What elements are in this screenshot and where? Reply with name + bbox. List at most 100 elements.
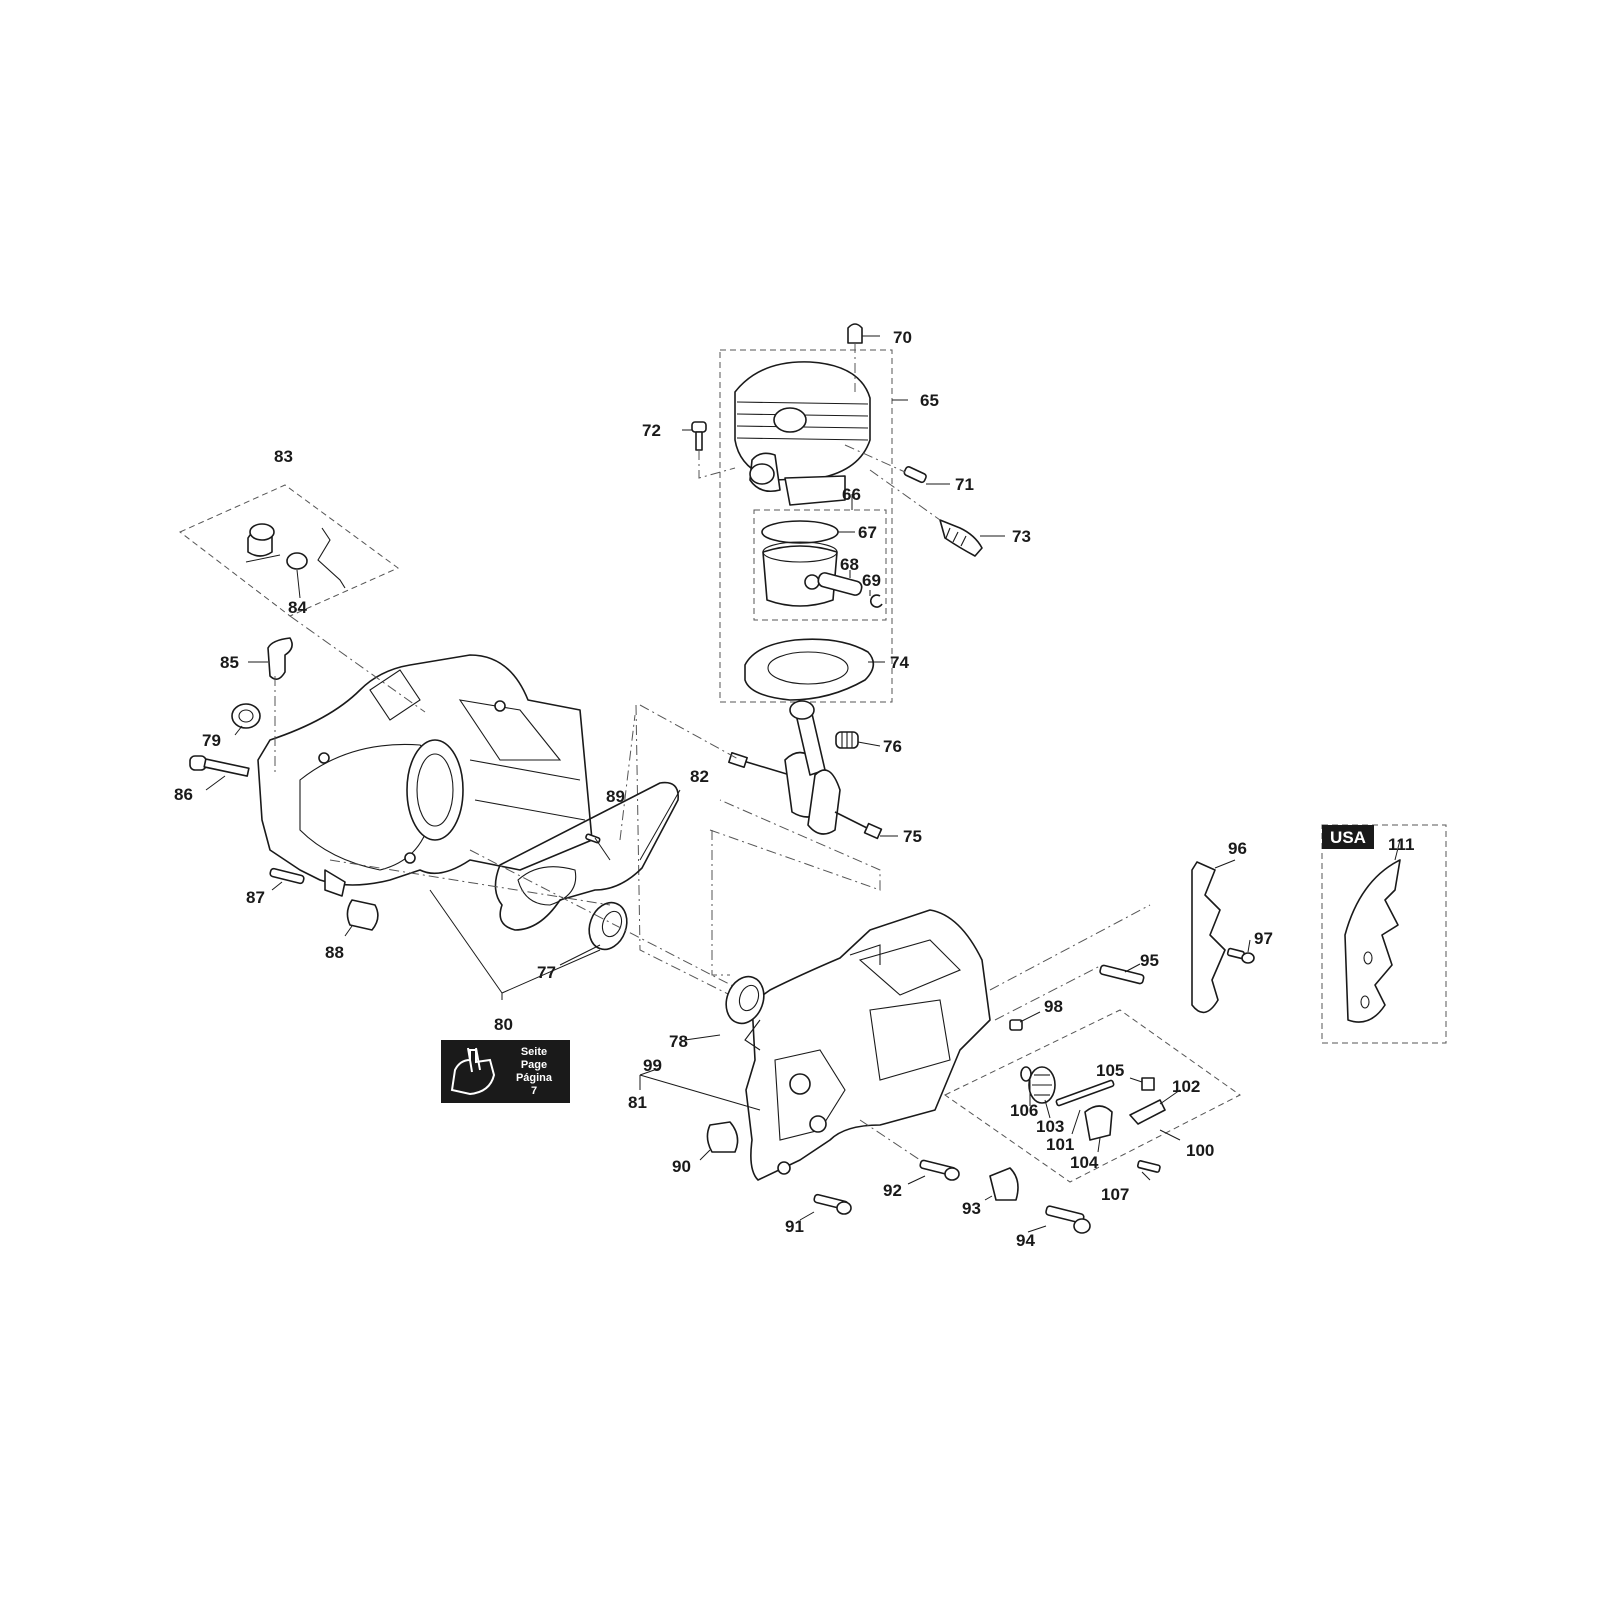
screw-91-part bbox=[813, 1193, 852, 1215]
label-67: 67 bbox=[858, 523, 877, 542]
seal-77-part bbox=[588, 901, 628, 951]
leader-lines bbox=[205, 335, 1401, 1233]
label-76: 76 bbox=[883, 737, 902, 756]
buffer-90-part bbox=[706, 1121, 739, 1153]
page-ref-line1: Seite bbox=[521, 1046, 547, 1058]
label-111: 111 bbox=[1388, 835, 1415, 854]
label-106: 106 bbox=[1010, 1101, 1038, 1120]
label-87: 87 bbox=[246, 888, 265, 907]
label-85: 85 bbox=[220, 653, 239, 672]
label-89: 89 bbox=[606, 787, 625, 806]
label-90: 90 bbox=[672, 1157, 691, 1176]
label-98: 98 bbox=[1044, 997, 1063, 1016]
crankshaft-part bbox=[728, 700, 883, 840]
bolt-86-part bbox=[189, 755, 250, 777]
nut-98-part bbox=[1009, 1019, 1023, 1031]
screw-107-part bbox=[1136, 1160, 1161, 1173]
label-75: 75 bbox=[903, 827, 922, 846]
needle-bearing-76-part bbox=[835, 731, 859, 749]
piston-ring-67-part bbox=[761, 520, 839, 544]
piston-part bbox=[762, 541, 838, 607]
spike-96-part bbox=[1191, 861, 1226, 1014]
usa-badge-bg bbox=[1322, 825, 1374, 849]
label-103: 103 bbox=[1036, 1117, 1064, 1136]
lever-102-part bbox=[1129, 1099, 1166, 1125]
label-81: 81 bbox=[628, 1093, 647, 1112]
label-66: 66 bbox=[842, 485, 861, 504]
label-69: 69 bbox=[862, 571, 881, 590]
label-97: 97 bbox=[1254, 929, 1273, 948]
left-crankcase-part bbox=[257, 654, 593, 897]
label-91: 91 bbox=[785, 1217, 804, 1236]
page-ref-hand-icon bbox=[450, 1047, 496, 1096]
label-95: 95 bbox=[1140, 951, 1159, 970]
plate-105-part bbox=[1141, 1077, 1155, 1091]
usa-group-frame bbox=[1321, 824, 1447, 1044]
label-79: 79 bbox=[202, 731, 221, 750]
label-105: 105 bbox=[1096, 1061, 1124, 1080]
circlip-69-part bbox=[869, 594, 883, 608]
page-ref-line2: Page bbox=[521, 1059, 547, 1071]
label-77: 77 bbox=[537, 963, 556, 982]
label-71: 71 bbox=[955, 475, 974, 494]
label-96: 96 bbox=[1228, 839, 1247, 858]
page-ref-line3: Página bbox=[516, 1072, 553, 1084]
spike-111-part bbox=[1344, 859, 1401, 1023]
label-107: 107 bbox=[1101, 1185, 1129, 1204]
label-73: 73 bbox=[1012, 527, 1031, 546]
label-70: 70 bbox=[893, 328, 912, 347]
label-68: 68 bbox=[840, 555, 859, 574]
screw-72-part bbox=[691, 421, 707, 451]
label-92: 92 bbox=[883, 1181, 902, 1200]
label-86: 86 bbox=[174, 785, 193, 804]
gasket-74-part bbox=[744, 638, 875, 701]
part-number-labels: 70 65 72 71 66 67 73 68 69 74 76 75 82 8… bbox=[174, 328, 1415, 1250]
label-102: 102 bbox=[1172, 1077, 1200, 1096]
label-94: 94 bbox=[1016, 1231, 1035, 1250]
oil-cap-83-part bbox=[247, 523, 275, 557]
label-104: 104 bbox=[1070, 1153, 1099, 1172]
label-99: 99 bbox=[643, 1056, 662, 1075]
label-82: 82 bbox=[690, 767, 709, 786]
clip-85-part bbox=[267, 637, 293, 680]
filter-line-part bbox=[317, 527, 346, 589]
pump-gear-103-part bbox=[1028, 1066, 1056, 1104]
pump-shaft-101-part bbox=[1055, 1079, 1115, 1107]
label-65: 65 bbox=[920, 391, 939, 410]
plug-70-part bbox=[847, 323, 863, 344]
seal-78-part bbox=[725, 975, 765, 1025]
page-ref-line4: 7 bbox=[531, 1085, 537, 1097]
screw-87-part bbox=[269, 867, 305, 885]
gasket-82-part bbox=[494, 781, 679, 931]
usa-badge-text: USA bbox=[1330, 828, 1366, 847]
o-ring-84-part bbox=[286, 552, 308, 570]
spring-73-part bbox=[939, 519, 983, 557]
label-83: 83 bbox=[274, 447, 293, 466]
label-88: 88 bbox=[325, 943, 344, 962]
bolt-94-part bbox=[1045, 1205, 1091, 1234]
piston-group-frame bbox=[753, 509, 887, 621]
buffer-88-part bbox=[346, 899, 379, 931]
label-72: 72 bbox=[642, 421, 661, 440]
label-80: 80 bbox=[494, 1015, 513, 1034]
label-78: 78 bbox=[669, 1032, 688, 1051]
stud-95-part bbox=[1099, 964, 1145, 985]
seal-79-part bbox=[231, 703, 261, 729]
label-101: 101 bbox=[1046, 1135, 1074, 1154]
label-93: 93 bbox=[962, 1199, 981, 1218]
cover-93-part bbox=[989, 1167, 1019, 1201]
group-83-frame bbox=[179, 484, 399, 617]
cylinder-part bbox=[734, 361, 871, 506]
screw-97-part bbox=[1226, 947, 1255, 964]
pump-housing-104-part bbox=[1084, 1105, 1113, 1141]
label-74: 74 bbox=[890, 653, 909, 672]
valve-71-part bbox=[903, 466, 927, 484]
oil-pump-group-frame bbox=[944, 1009, 1241, 1183]
right-crankcase-part bbox=[744, 909, 991, 1181]
screw-92-part bbox=[919, 1159, 960, 1181]
piston-pin-68-part bbox=[817, 572, 863, 596]
label-100: 100 bbox=[1186, 1141, 1214, 1160]
snap-ring-106-part bbox=[1020, 1066, 1032, 1082]
label-84: 84 bbox=[288, 598, 307, 617]
